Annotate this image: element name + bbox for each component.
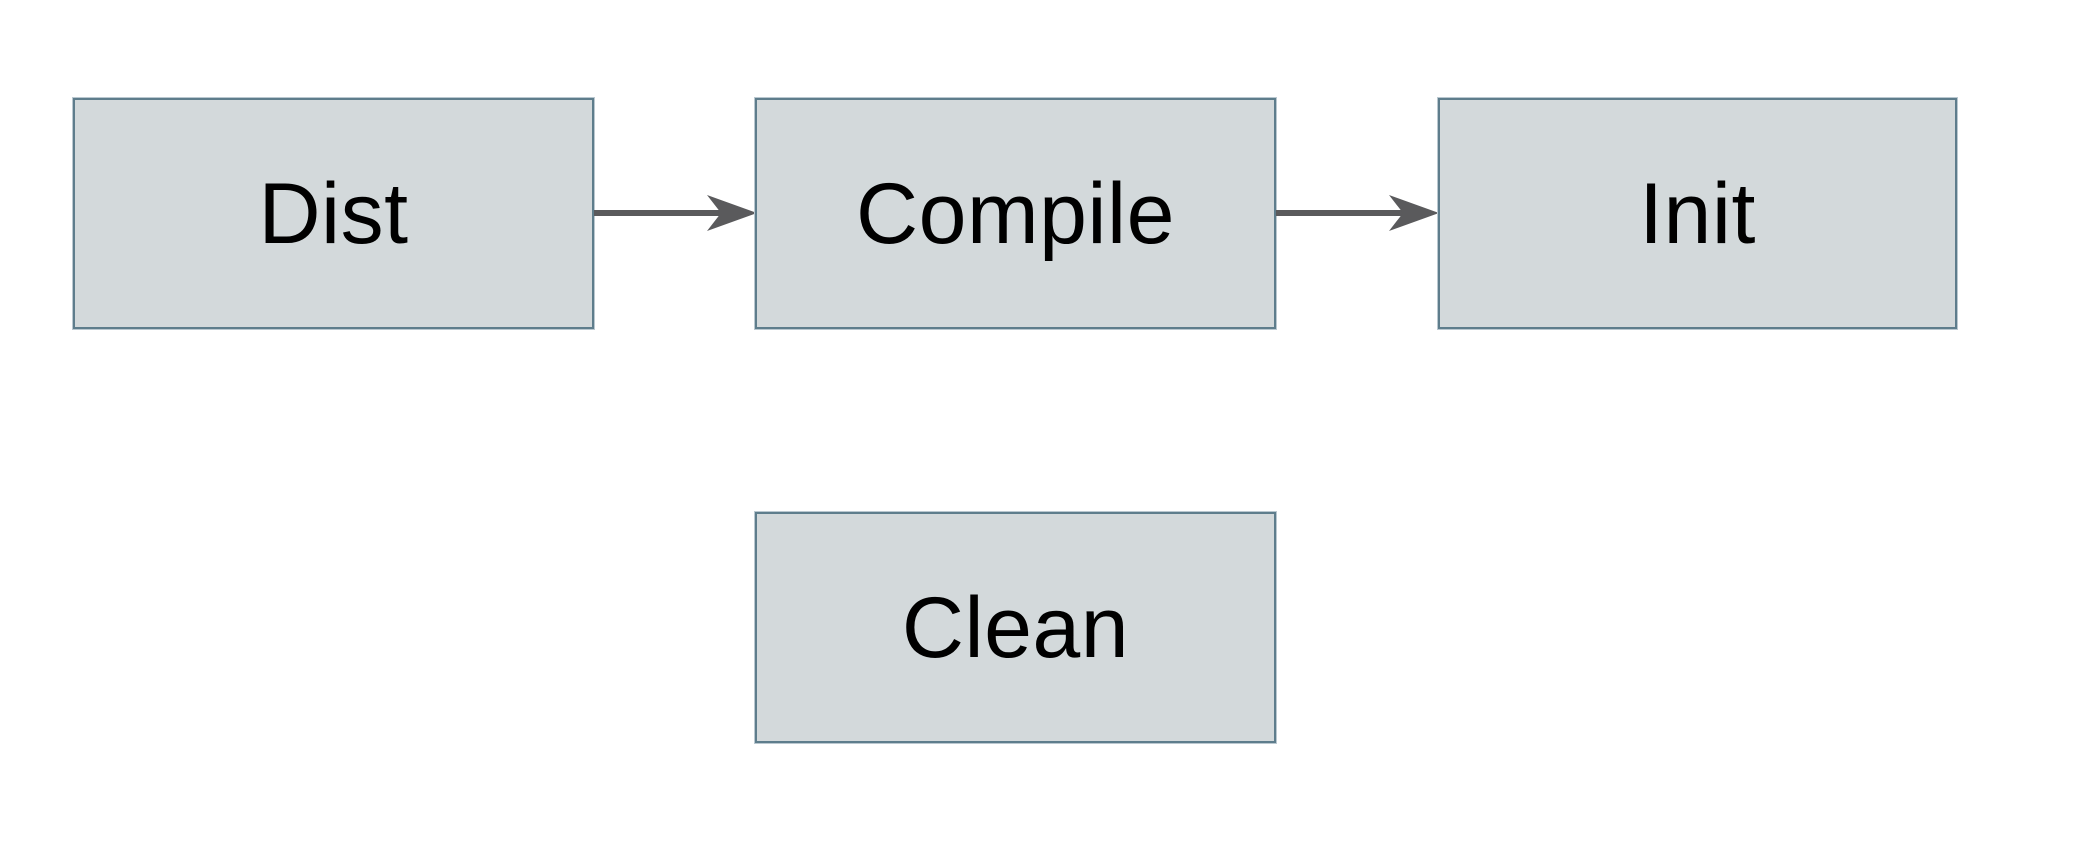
arrow-compile-to-init-icon: [1276, 195, 1439, 231]
arrow-head: [1389, 195, 1439, 231]
node-dist: Dist: [73, 98, 594, 329]
arrow-head: [707, 195, 757, 231]
node-compile-label: Compile: [856, 165, 1175, 262]
node-init: Init: [1438, 98, 1957, 329]
node-clean: Clean: [755, 512, 1276, 743]
node-clean-label: Clean: [901, 579, 1130, 676]
node-compile: Compile: [755, 98, 1276, 329]
node-init-label: Init: [1639, 165, 1756, 262]
arrow-dist-to-compile-icon: [594, 195, 757, 231]
node-dist-label: Dist: [258, 165, 409, 262]
